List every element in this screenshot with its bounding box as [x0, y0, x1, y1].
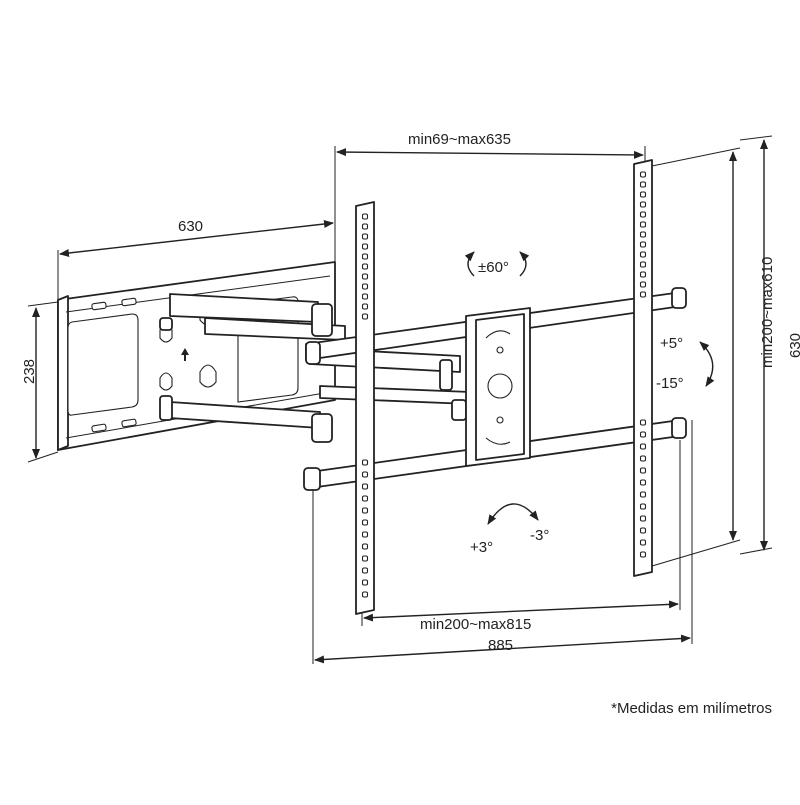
rail-hole	[639, 281, 647, 288]
rail-hole	[639, 491, 647, 498]
dim-label-overall-height: 630	[787, 333, 800, 358]
dim-label-rail-span: min200~max610	[759, 257, 776, 368]
rail-hole	[361, 531, 369, 538]
rail-hole	[361, 495, 369, 502]
level-indicator: +3° -3°	[470, 503, 549, 556]
rail-hole	[361, 253, 369, 260]
footnote-units: *Medidas em milímetros	[611, 700, 772, 717]
rail-hole	[361, 579, 369, 586]
rail-hole	[639, 261, 647, 268]
dim-rail-span: min200~max610	[651, 147, 776, 567]
rail-hole	[361, 273, 369, 280]
dim-plate-height: 238	[21, 301, 59, 463]
rail-hole	[361, 483, 369, 490]
dim-horizontal-spacing: min200~max815	[361, 440, 681, 633]
left-vertical-rail	[355, 201, 375, 615]
rail-hole	[361, 507, 369, 514]
tilt-down-label: -15°	[656, 375, 684, 392]
rail-hole	[639, 551, 647, 558]
rail-hole	[361, 213, 369, 220]
dim-label-arm-extension: 630	[178, 218, 203, 235]
rail-hole	[361, 263, 369, 270]
rail-hole	[361, 459, 369, 466]
dim-vertical-spacing: min69~max635	[334, 131, 646, 212]
rail-hole	[639, 221, 647, 228]
rail-hole	[639, 503, 647, 510]
rail-hole	[639, 171, 647, 178]
dim-label-vertical-spacing: min69~max635	[408, 131, 511, 148]
dim-label-horizontal-spacing: min200~max815	[420, 616, 531, 633]
dim-arm-extension: 630	[57, 212, 336, 300]
rail-hole	[639, 191, 647, 198]
dim-label-plate-height: 238	[21, 359, 38, 384]
center-tilt-plate	[465, 307, 531, 467]
rail-hole	[639, 181, 647, 188]
dim-label-overall-width: 885	[488, 637, 513, 654]
rail-hole	[361, 243, 369, 250]
rail-hole	[361, 223, 369, 230]
rail-hole	[361, 471, 369, 478]
tilt-indicator: +5° -15°	[656, 335, 715, 392]
rail-hole	[639, 539, 647, 546]
rail-hole	[361, 303, 369, 310]
rail-hole	[639, 271, 647, 278]
rail-hole	[639, 527, 647, 534]
rail-hole	[361, 283, 369, 290]
dim-overall-width: 885	[312, 420, 693, 664]
rail-hole	[361, 519, 369, 526]
rail-hole	[361, 313, 369, 320]
rail-hole	[639, 211, 647, 218]
rail-hole	[361, 233, 369, 240]
rail-hole	[639, 443, 647, 450]
rail-hole	[639, 515, 647, 522]
rail-hole	[361, 543, 369, 550]
rail-hole	[639, 479, 647, 486]
rail-hole	[361, 293, 369, 300]
swivel-angle-label: ±60°	[478, 259, 509, 276]
dim-overall-height: 630	[739, 135, 800, 555]
rail-hole	[639, 455, 647, 462]
rail-hole	[639, 201, 647, 208]
rail-hole	[639, 419, 647, 426]
rail-hole	[639, 251, 647, 258]
articulating-arms	[159, 293, 471, 443]
rail-hole	[361, 591, 369, 598]
rail-hole	[639, 231, 647, 238]
swivel-indicator: ±60°	[464, 251, 530, 277]
right-vertical-rail	[633, 159, 653, 577]
rail-hole	[639, 291, 647, 298]
rail-hole	[639, 431, 647, 438]
rail-hole	[639, 467, 647, 474]
rail-hole	[639, 241, 647, 248]
rail-hole	[361, 567, 369, 574]
level-minus-label: -3°	[530, 527, 549, 544]
rail-hole	[361, 555, 369, 562]
level-plus-label: +3°	[470, 539, 493, 556]
tilt-up-label: +5°	[660, 335, 683, 352]
